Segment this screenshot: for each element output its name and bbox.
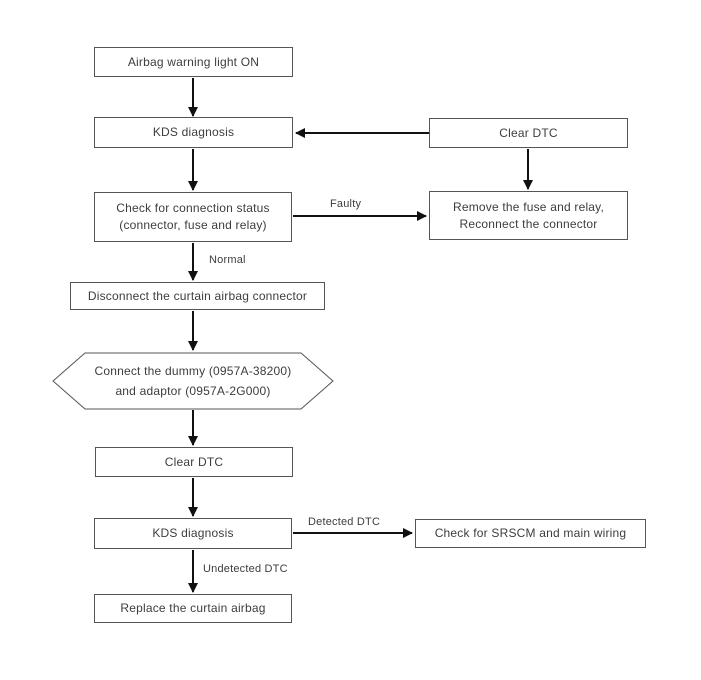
edge-label-undetected-dtc: Undetected DTC <box>203 563 288 575</box>
node-label-line2: (connector, fuse and relay) <box>119 218 267 232</box>
node-label: KDS diagnosis <box>152 526 234 540</box>
node-label: Check for SRSCM and main wiring <box>434 526 627 540</box>
node-check-connection-status: Check for connection status (connector, … <box>94 192 292 242</box>
node-connect-dummy-adaptor: Connect the dummy (0957A-38200) and adap… <box>57 353 329 409</box>
node-label: Disconnect the curtain airbag connector <box>87 288 308 303</box>
node-label-line2: and adaptor (0957A-2G000) <box>115 384 271 398</box>
edge-label-normal: Normal <box>209 254 246 266</box>
node-kds-diagnosis-1: KDS diagnosis <box>94 117 293 148</box>
node-label: Clear DTC <box>499 125 558 140</box>
node-check-srscm-main-wiring: Check for SRSCM and main wiring <box>415 519 646 548</box>
node-label-line2: Reconnect the connector <box>459 216 598 231</box>
node-label: Clear DTC <box>164 454 224 469</box>
node-clear-dtc-1: Clear DTC <box>429 118 628 148</box>
node-replace-curtain-airbag: Replace the curtain airbag <box>94 594 292 623</box>
node-label-line1: Remove the fuse and relay, <box>452 199 605 214</box>
node-clear-dtc-2: Clear DTC <box>95 447 293 477</box>
node-label-line1: Check for connection status <box>116 201 270 215</box>
node-remove-fuse-and-relay: Remove the fuse and relay, Reconnect the… <box>429 191 628 240</box>
node-disconnect-curtain-airbag-connector: Disconnect the curtain airbag connector <box>70 282 325 310</box>
edge-label-detected-dtc: Detected DTC <box>308 516 381 528</box>
edge-label-faulty: Faulty <box>330 198 362 210</box>
node-kds-diagnosis-2: KDS diagnosis <box>94 518 292 549</box>
node-airbag-warning-light-on: Airbag warning light ON <box>94 47 293 77</box>
node-label: Airbag warning light ON <box>127 54 260 69</box>
node-label: Replace the curtain airbag <box>120 601 266 615</box>
node-label: KDS diagnosis <box>152 125 235 139</box>
node-label-line1: Connect the dummy (0957A-38200) <box>94 364 292 378</box>
